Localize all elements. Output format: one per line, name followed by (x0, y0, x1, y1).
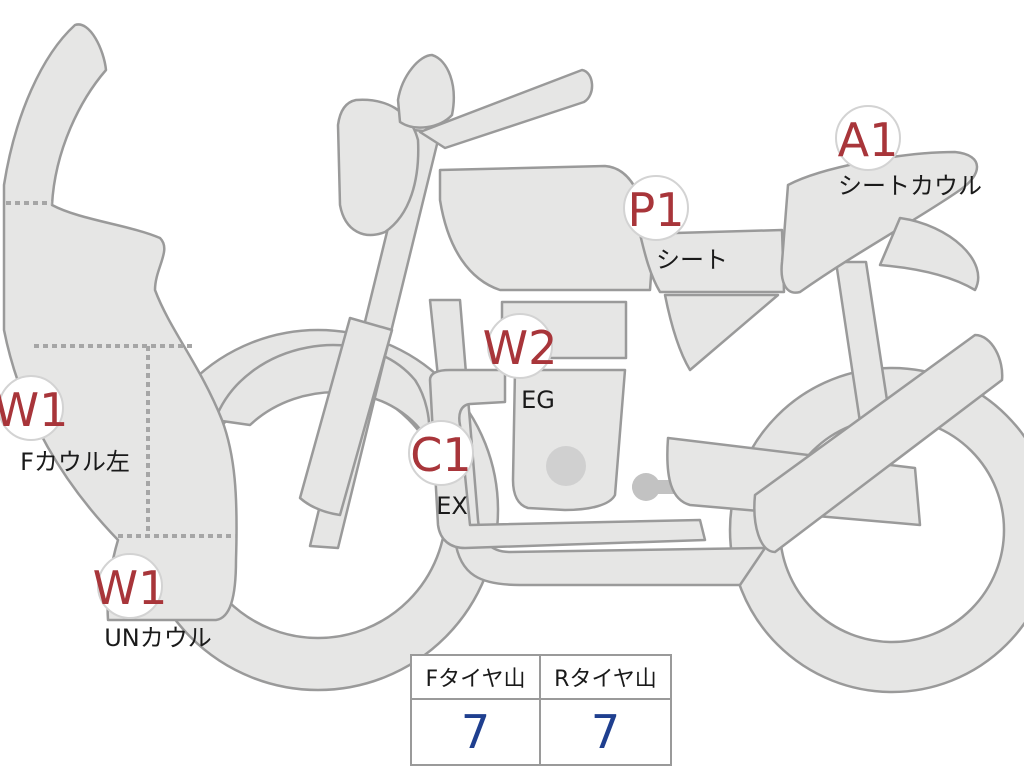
marker-c1: C1 EX (408, 420, 474, 520)
marker-p1: P1 シート (623, 175, 728, 274)
muffler (753, 333, 1004, 554)
front-cowl (2, 23, 238, 622)
marker-w1-front-cowl: W1 Fカウル左 (0, 375, 130, 476)
side-cover (663, 293, 780, 372)
marker-code: A1 (838, 113, 899, 167)
rear-fender (878, 216, 980, 292)
fork-guard (298, 316, 394, 517)
rear-tire-tread-header: Rタイヤ山 (541, 656, 670, 700)
marker-w1-under-cowl: W1 UNカウル (93, 553, 212, 652)
exhaust-pipe (428, 368, 707, 550)
marker-code: W1 (0, 383, 68, 437)
marker-label: EX (436, 492, 468, 520)
mirror (396, 53, 455, 129)
marker-code: W2 (483, 321, 558, 375)
marker-label: シート (656, 246, 728, 274)
front-tire-tread-value: 7 (412, 700, 541, 764)
marker-label: Fカウル左 (20, 448, 130, 476)
rear-tire-tread-value: 7 (590, 705, 621, 759)
seat (638, 228, 786, 294)
marker-code: P1 (627, 183, 684, 237)
marker-code: C1 (410, 428, 471, 482)
handlebar (418, 68, 594, 150)
front-tire-tread-header: Fタイヤ山 (412, 656, 541, 700)
marker-a1: A1 シートカウル (835, 105, 982, 200)
marker-label: EG (521, 386, 555, 414)
marker-label: UNカウル (104, 624, 212, 652)
marker-label: シートカウル (838, 172, 982, 200)
marker-w2: W2 EG (483, 313, 558, 414)
marker-code: W1 (93, 561, 168, 615)
tire-tread-table: Fタイヤ山 Rタイヤ山 7 7 (410, 654, 672, 766)
fuel-tank (438, 164, 654, 292)
